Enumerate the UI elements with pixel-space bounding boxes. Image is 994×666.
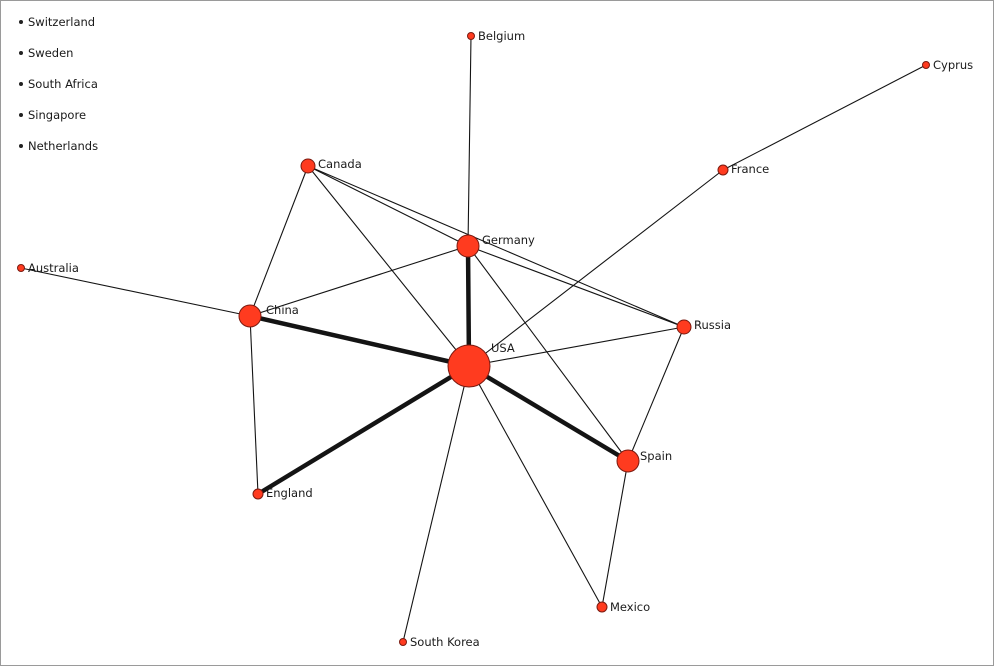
node-label-france: France xyxy=(731,162,769,176)
edge-canada-china xyxy=(249,165,309,317)
edge-germany-china xyxy=(249,245,469,317)
edge-france-cyprus xyxy=(722,64,927,171)
edge-china-england xyxy=(249,315,259,495)
node-germany[interactable] xyxy=(456,234,480,258)
edge-canada-russia xyxy=(307,165,685,328)
node-australia[interactable] xyxy=(17,264,25,272)
isolate-node-singapore[interactable] xyxy=(19,113,23,117)
node-label-usa: USA xyxy=(491,341,515,355)
node-cyprus[interactable] xyxy=(922,61,930,69)
isolate-label-sweden: Sweden xyxy=(28,46,73,60)
edge-usa-spain xyxy=(466,363,631,464)
edge-germany-canada xyxy=(307,165,469,247)
edge-russia-spain xyxy=(627,326,685,462)
isolate-label-netherlands: Netherlands xyxy=(28,139,98,153)
node-label-spain: Spain xyxy=(640,449,672,463)
node-france[interactable] xyxy=(717,164,729,176)
node-belgium[interactable] xyxy=(467,32,475,40)
node-south-korea[interactable] xyxy=(399,638,407,646)
node-label-south-korea: South Korea xyxy=(410,635,480,649)
node-usa[interactable] xyxy=(447,344,491,388)
edge-germany-spain xyxy=(467,245,629,462)
node-mexico[interactable] xyxy=(596,601,608,613)
node-label-australia: Australia xyxy=(28,261,79,275)
edge-usa-china xyxy=(247,313,472,369)
edge-germany-belgium xyxy=(467,35,472,247)
edge-usa-england xyxy=(255,363,472,497)
node-label-russia: Russia xyxy=(694,318,731,332)
node-label-china: China xyxy=(266,303,299,317)
edge-usa-france xyxy=(468,169,724,367)
isolate-node-sweden[interactable] xyxy=(19,51,23,55)
node-label-mexico: Mexico xyxy=(610,600,650,614)
edge-usa-russia xyxy=(468,326,685,367)
isolate-node-switzerland[interactable] xyxy=(19,20,23,24)
node-label-canada: Canada xyxy=(318,157,362,171)
isolate-node-south-africa[interactable] xyxy=(19,82,23,86)
node-spain[interactable] xyxy=(616,449,640,473)
node-england[interactable] xyxy=(252,488,264,500)
edge-usa-south-korea xyxy=(402,365,470,643)
edge-germany-russia xyxy=(467,245,685,328)
edge-usa-mexico xyxy=(468,365,603,608)
isolate-label-singapore: Singapore xyxy=(28,108,86,122)
isolate-label-switzerland: Switzerland xyxy=(28,15,95,29)
node-label-england: England xyxy=(266,486,313,500)
node-label-belgium: Belgium xyxy=(478,29,525,43)
nodes-layer xyxy=(17,32,930,646)
edge-usa-canada xyxy=(307,165,470,367)
node-label-cyprus: Cyprus xyxy=(933,58,973,72)
isolate-node-netherlands[interactable] xyxy=(19,144,23,148)
node-label-germany: Germany xyxy=(482,233,535,247)
node-canada[interactable] xyxy=(300,158,316,174)
edge-china-australia xyxy=(20,267,251,317)
node-china[interactable] xyxy=(238,304,262,328)
node-russia[interactable] xyxy=(676,319,692,335)
edge-spain-mexico xyxy=(601,460,629,608)
isolate-label-south-africa: South Africa xyxy=(28,77,98,91)
edges-layer xyxy=(20,35,927,643)
